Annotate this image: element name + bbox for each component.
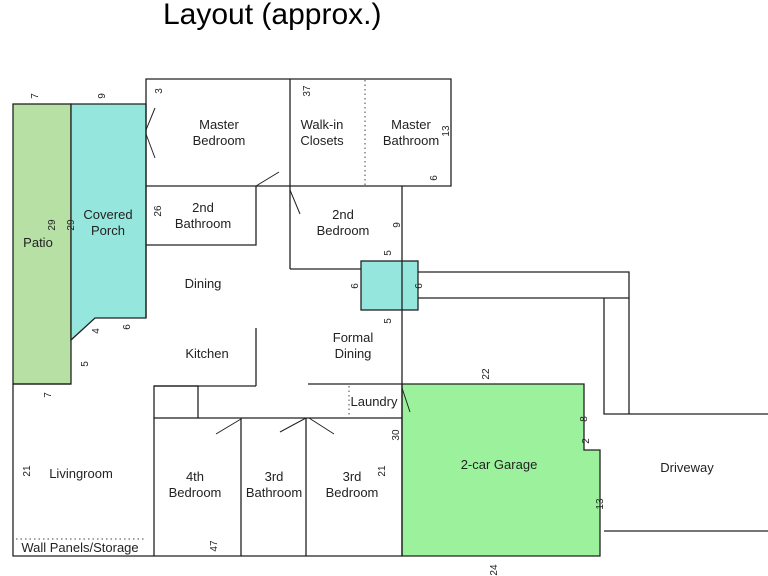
covered-porch-area [70, 103, 147, 342]
dim-patio-side: 29 [47, 219, 58, 231]
dim-bottom-47: 47 [209, 540, 220, 552]
kitchen-label: Kitchen [185, 346, 228, 361]
dim-porch-top: 9 [97, 93, 108, 99]
dim-garage-8: 8 [579, 416, 590, 422]
dim-porch-side: 29 [66, 219, 77, 231]
dim-porch-angle-4: 4 [91, 328, 102, 334]
dim-entry-left: 6 [350, 283, 361, 289]
laundry-label: Laundry [351, 394, 398, 409]
dim-porch-bottom-5: 5 [80, 361, 91, 367]
driveway-label: Driveway [660, 460, 714, 475]
walls [12, 78, 768, 557]
doors [145, 107, 411, 435]
garage-label: 2-car Garage [461, 457, 538, 472]
livingroom-label: Livingroom [49, 466, 113, 481]
dim-garage-bottom: 24 [489, 564, 500, 576]
dim-bed3-21: 21 [377, 465, 388, 477]
dining-label: Dining [185, 276, 222, 291]
dim-living-21: 21 [22, 465, 33, 477]
page-title: Layout (approx.) [163, 0, 381, 31]
dim-garage-top: 22 [481, 368, 492, 380]
patio-area [12, 103, 72, 385]
dim-garage-30: 30 [391, 429, 402, 441]
dim-porch-angle-6: 6 [122, 324, 133, 330]
dim-bath2-side: 26 [153, 205, 164, 217]
patio-label: Patio [23, 235, 53, 250]
dim-hall-5-upper: 5 [383, 250, 394, 256]
dim-bed2-side: 9 [392, 222, 403, 228]
dim-garage-13: 13 [595, 498, 606, 510]
dimension-labels: 7 9 3 37 13 6 29 29 26 9 5 6 6 5 4 6 5 7… [22, 85, 606, 576]
wall-panels-label: Wall Panels/Storage [21, 540, 138, 555]
dim-closet-top: 37 [302, 85, 313, 97]
dim-patio-bottom: 7 [43, 392, 54, 398]
dim-entry-right: 6 [414, 283, 425, 289]
dim-master-bath-bottom: 6 [429, 175, 440, 181]
dim-master-bed-corner: 3 [154, 88, 165, 94]
dim-patio-top: 7 [30, 93, 41, 99]
dim-master-bath-side: 13 [441, 125, 452, 137]
entry-area [360, 260, 419, 311]
dim-garage-2: 2 [581, 438, 592, 444]
dim-hall-5-lower: 5 [383, 318, 394, 324]
